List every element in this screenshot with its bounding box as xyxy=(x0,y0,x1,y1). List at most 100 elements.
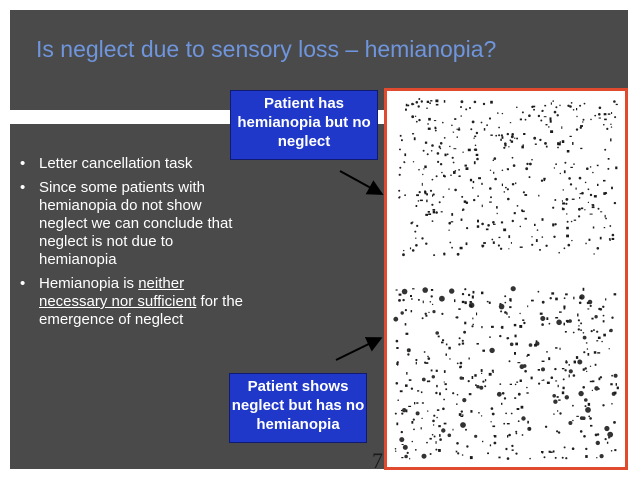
speckle xyxy=(510,140,514,143)
bullet-dot-icon: • xyxy=(20,155,26,172)
speckle xyxy=(555,380,558,382)
speckle xyxy=(541,218,544,221)
speckle xyxy=(608,348,610,350)
speckle xyxy=(405,332,409,335)
speckle xyxy=(583,102,586,105)
speckle xyxy=(572,404,574,407)
speckle xyxy=(401,412,404,415)
speckle xyxy=(454,188,457,192)
speckle xyxy=(457,128,461,131)
speckle xyxy=(553,413,555,415)
speckle xyxy=(461,195,464,198)
speckle xyxy=(576,115,578,118)
speckle xyxy=(493,223,496,225)
speckle xyxy=(467,380,470,383)
speckle xyxy=(397,363,399,366)
speckle xyxy=(481,326,483,329)
speckle xyxy=(452,131,455,133)
speckle xyxy=(467,148,471,152)
speckle xyxy=(453,171,456,174)
speckle xyxy=(521,416,526,421)
speckle xyxy=(593,195,597,198)
speckle xyxy=(594,363,597,366)
speckle xyxy=(395,382,399,385)
speckle xyxy=(579,197,581,199)
speckle xyxy=(512,164,516,167)
speckle xyxy=(613,373,618,378)
speckle xyxy=(405,409,408,413)
speckle xyxy=(476,225,480,228)
speckle xyxy=(501,392,505,395)
speckle xyxy=(455,316,458,319)
speckle xyxy=(476,157,479,161)
speckle xyxy=(492,241,495,244)
speckle xyxy=(548,322,551,325)
speckle xyxy=(569,105,572,108)
speckle xyxy=(589,213,593,215)
speckle xyxy=(582,368,585,371)
speckle xyxy=(505,186,507,189)
speckle xyxy=(577,313,579,317)
speckle xyxy=(563,170,566,174)
speckle xyxy=(596,247,600,250)
speckle xyxy=(432,193,435,196)
speckle xyxy=(439,295,445,302)
speckle xyxy=(441,428,446,433)
speckle xyxy=(567,104,570,107)
speckle xyxy=(528,114,531,117)
speckle xyxy=(580,329,582,332)
speckle xyxy=(523,321,526,325)
speckle xyxy=(411,249,415,252)
speckle xyxy=(538,382,541,385)
speckle xyxy=(572,419,574,422)
speckle xyxy=(613,421,616,424)
speckle xyxy=(584,367,587,370)
bullet-text: for the emergence of neglect xyxy=(39,293,244,328)
speckle xyxy=(607,167,610,170)
speckle xyxy=(519,325,523,328)
speckle xyxy=(559,141,561,143)
speckle xyxy=(515,432,518,435)
speckle xyxy=(590,424,593,427)
speckle xyxy=(596,433,600,436)
speckle xyxy=(487,224,490,227)
speckle xyxy=(584,209,586,211)
speckle xyxy=(415,237,417,239)
speckle xyxy=(429,301,432,303)
speckle xyxy=(465,428,467,431)
speckle xyxy=(509,342,514,347)
speckle xyxy=(414,449,417,451)
bullet-item: •Hemianopia is neither necessary nor suf… xyxy=(18,275,243,329)
speckle xyxy=(543,379,545,381)
speckle xyxy=(508,316,510,318)
speckle xyxy=(458,413,462,416)
speckle xyxy=(543,456,546,459)
speckle xyxy=(482,440,484,443)
speckle xyxy=(573,361,576,364)
speckle xyxy=(457,452,460,455)
speckle xyxy=(428,311,430,314)
speckle xyxy=(593,351,597,354)
speckle xyxy=(510,412,513,415)
speckle xyxy=(545,124,548,126)
speckle xyxy=(544,104,547,107)
speckle xyxy=(506,168,508,170)
speckle xyxy=(578,301,582,305)
speckle xyxy=(443,381,445,383)
speckle xyxy=(504,301,507,304)
speckle xyxy=(524,369,527,373)
speckle xyxy=(522,144,524,146)
speckle xyxy=(576,108,578,111)
speckle xyxy=(500,326,504,329)
speckle xyxy=(426,153,429,156)
speckle xyxy=(493,171,495,174)
speckle xyxy=(451,124,453,127)
speckle xyxy=(459,365,462,368)
speckle xyxy=(422,149,425,152)
speckle xyxy=(597,207,600,210)
speckle xyxy=(613,100,616,103)
speckle xyxy=(579,430,583,433)
speckle xyxy=(411,115,415,119)
speckle xyxy=(402,298,405,302)
speckle xyxy=(490,100,493,104)
